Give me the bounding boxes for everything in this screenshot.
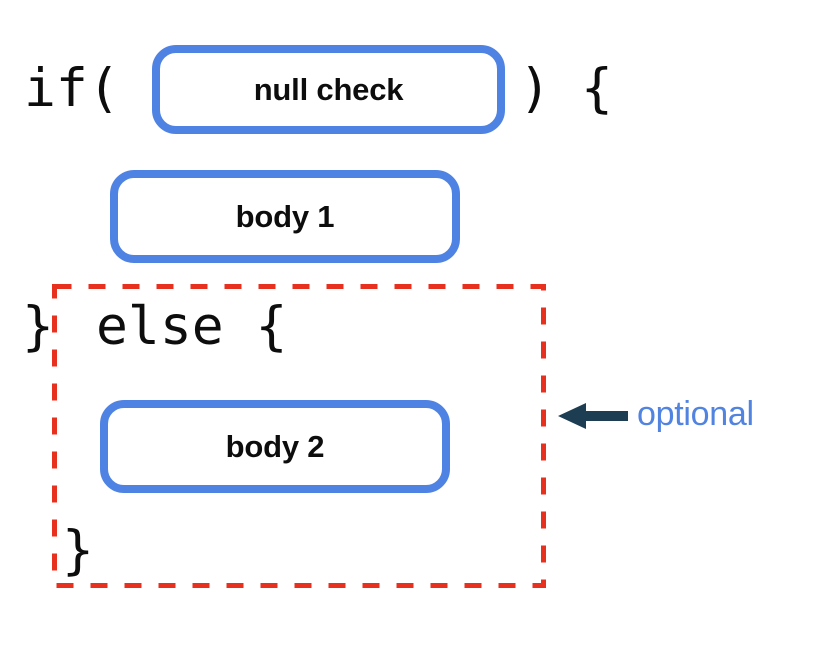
code-brace-close-inner: }	[62, 520, 94, 581]
code-brace-close-outer: }	[22, 296, 54, 357]
box-body-2-label: body 2	[225, 428, 325, 464]
box-body-2[interactable]: body 2	[100, 400, 450, 493]
optional-annotation-label: optional	[637, 395, 754, 433]
code-paren-close: )	[519, 58, 551, 119]
box-null-check[interactable]: null check	[152, 45, 505, 134]
code-else-keyword: else {	[96, 296, 288, 357]
code-if-open: if(	[24, 58, 120, 119]
arrow-left-glyph	[558, 403, 628, 429]
box-body-1-label: body 1	[235, 198, 335, 234]
box-body-1[interactable]: body 1	[110, 170, 460, 263]
arrow-left-icon	[556, 400, 630, 432]
box-null-check-label: null check	[253, 71, 404, 107]
code-brace-open: {	[581, 58, 613, 119]
